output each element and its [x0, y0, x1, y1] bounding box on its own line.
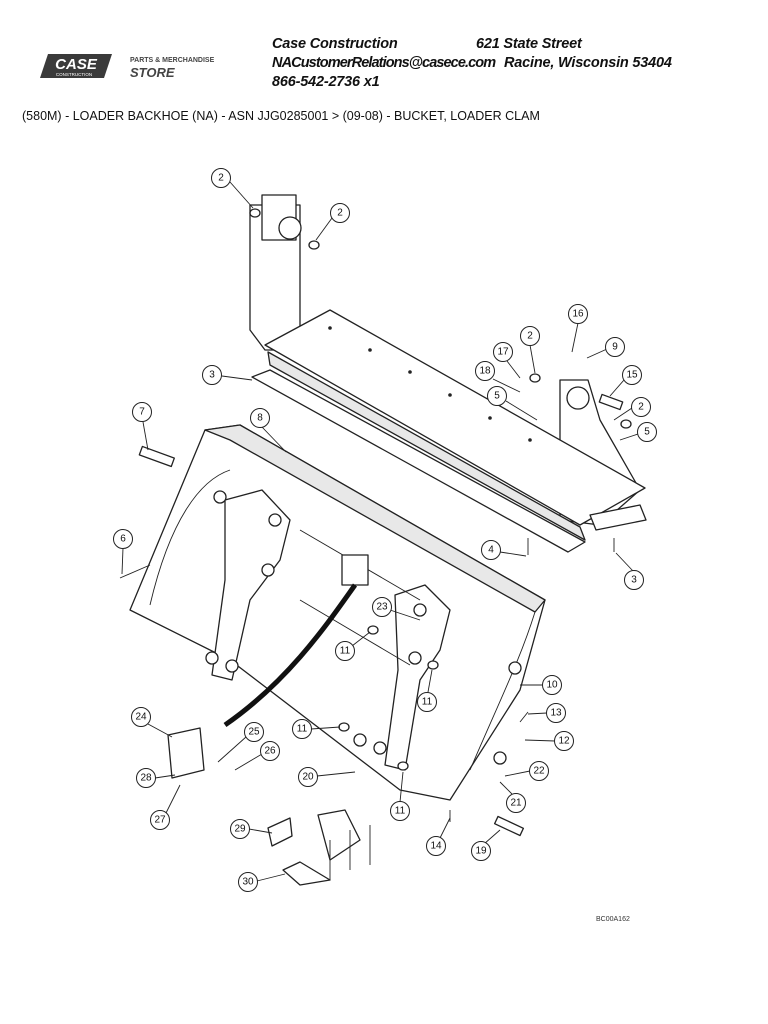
- svg-text:24: 24: [135, 712, 147, 723]
- callout-17: 17: [493, 342, 521, 379]
- callout-5b: 5: [619, 422, 657, 442]
- exploded-parts-diagram: 2 2 3 7 8 6 4 3 2 16 9 17 18 5 15 2 5 23…: [113, 168, 657, 892]
- callout-16: 16: [568, 304, 588, 353]
- callout-8: 8: [250, 408, 287, 453]
- callout-2a: 2: [211, 168, 254, 209]
- svg-text:5: 5: [644, 427, 650, 438]
- svg-text:21: 21: [510, 798, 522, 809]
- city-state: Racine, Wisconsin 53404: [504, 55, 672, 71]
- callout-29: 29: [230, 819, 273, 839]
- loose-parts: [119, 208, 632, 886]
- case-logo: CASE CONSTRUCTION PARTS & MERCHANDISE ST…: [40, 54, 215, 80]
- svg-text:9: 9: [612, 342, 618, 353]
- callout-13: 13: [527, 703, 566, 723]
- svg-text:8: 8: [257, 413, 263, 424]
- svg-text:2: 2: [218, 173, 224, 184]
- callout-10: 10: [520, 675, 562, 695]
- callout-3a: 3: [202, 365, 253, 385]
- callout-25: 25: [217, 722, 264, 763]
- callout-4: 4: [481, 540, 527, 560]
- callout-2d: 2: [613, 397, 651, 421]
- svg-text:13: 13: [550, 708, 562, 719]
- svg-text:19: 19: [475, 846, 487, 857]
- callout-27: 27: [150, 784, 181, 830]
- breadcrumb: (580M) - LOADER BACKHOE (NA) - ASN JJG02…: [22, 109, 540, 123]
- email-link[interactable]: NACustomerRelations@casece.com: [272, 55, 496, 71]
- callout-3b: 3: [615, 552, 644, 590]
- svg-text:14: 14: [430, 841, 442, 852]
- callout-9: 9: [586, 337, 625, 359]
- callout-28: 28: [136, 768, 176, 788]
- svg-text:7: 7: [139, 407, 145, 418]
- svg-text:2: 2: [337, 208, 343, 219]
- callout-24: 24: [131, 707, 173, 738]
- callout-14: 14: [426, 817, 451, 856]
- svg-text:4: 4: [488, 545, 494, 556]
- callout-11d: 11: [390, 771, 410, 821]
- svg-text:2: 2: [638, 402, 644, 413]
- company-name: Case Construction: [272, 36, 398, 52]
- svg-text:23: 23: [376, 602, 388, 613]
- svg-text:26: 26: [264, 746, 276, 757]
- callout-15: 15: [609, 365, 642, 397]
- callout-26: 26: [234, 741, 280, 771]
- callout-30: 30: [238, 872, 286, 892]
- callout-11b: 11: [417, 669, 437, 712]
- svg-text:27: 27: [154, 815, 166, 826]
- svg-text:10: 10: [546, 680, 558, 691]
- callout-6: 6: [113, 529, 133, 575]
- callout-19: 19: [471, 829, 501, 861]
- svg-text:PARTS & MERCHANDISE: PARTS & MERCHANDISE: [130, 57, 215, 64]
- svg-text:29: 29: [234, 824, 246, 835]
- callout-2c: 2: [520, 326, 540, 374]
- callout-23: 23: [372, 597, 421, 621]
- svg-text:25: 25: [248, 727, 260, 738]
- callout-18: 18: [475, 361, 521, 393]
- svg-text:2: 2: [527, 331, 533, 342]
- svg-text:16: 16: [572, 309, 584, 320]
- svg-text:17: 17: [497, 347, 509, 358]
- callout-22: 22: [504, 761, 549, 781]
- upper-edge-assembly: [249, 194, 647, 553]
- svg-text:15: 15: [626, 370, 638, 381]
- svg-text:CASE: CASE: [55, 56, 98, 73]
- callout-7: 7: [132, 402, 152, 451]
- svg-text:11: 11: [395, 806, 406, 817]
- svg-text:11: 11: [297, 724, 308, 735]
- callout-5a: 5: [487, 386, 538, 421]
- svg-text:20: 20: [302, 772, 314, 783]
- svg-text:22: 22: [533, 766, 545, 777]
- callout-11c: 11: [292, 719, 341, 739]
- callout-20: 20: [298, 767, 356, 787]
- svg-text:30: 30: [242, 877, 254, 888]
- svg-text:28: 28: [140, 773, 152, 784]
- street-address: 621 State Street: [476, 36, 582, 52]
- loader-bucket: [129, 424, 546, 801]
- svg-text:5: 5: [494, 391, 500, 402]
- callout-11a: 11: [335, 631, 371, 661]
- svg-text:3: 3: [631, 575, 637, 586]
- callout-2b: 2: [315, 203, 350, 241]
- svg-text:6: 6: [120, 534, 126, 545]
- phone-number: 866-542-2736 x1: [272, 74, 380, 90]
- callout-21: 21: [499, 781, 526, 813]
- svg-text:12: 12: [558, 736, 570, 747]
- svg-text:3: 3: [209, 370, 215, 381]
- callout-12: 12: [524, 731, 574, 751]
- svg-text:CONSTRUCTION: CONSTRUCTION: [56, 72, 92, 77]
- drawing-code: BC00A162: [596, 916, 630, 923]
- svg-text:18: 18: [479, 366, 491, 377]
- svg-text:11: 11: [422, 697, 433, 708]
- svg-text:STORE: STORE: [130, 65, 175, 80]
- svg-text:11: 11: [340, 646, 351, 657]
